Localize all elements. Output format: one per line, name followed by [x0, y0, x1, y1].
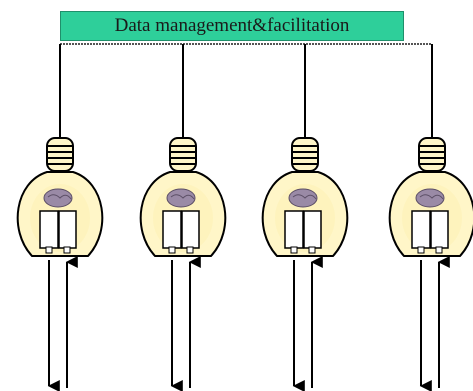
brain-icon — [166, 188, 196, 208]
brain-fold — [292, 194, 317, 200]
bulb-cap — [418, 137, 446, 172]
bulb-cap — [46, 137, 74, 172]
terminal-right — [186, 246, 194, 254]
terminal-right — [63, 246, 71, 254]
brain-icon — [43, 188, 73, 208]
device-box-left — [284, 210, 304, 249]
terminal-right — [308, 246, 316, 254]
device-box-right — [430, 210, 449, 249]
header-label: Data management&facilitation — [114, 15, 350, 36]
brain-fold — [419, 194, 444, 200]
device-box-right — [303, 210, 322, 249]
device-box-right — [181, 210, 200, 249]
bulb-1 — [16, 44, 104, 391]
device-box-left — [411, 210, 431, 249]
data-management-header: Data management&facilitation — [60, 11, 404, 41]
bulb-3 — [261, 44, 349, 391]
bulb-cap — [291, 137, 319, 172]
terminal-left — [45, 246, 53, 254]
terminal-left — [290, 246, 298, 254]
device-box-left — [162, 210, 182, 249]
terminal-left — [417, 246, 425, 254]
brain-fold — [170, 194, 195, 200]
bulb-cap — [169, 137, 197, 172]
device-box-right — [58, 210, 77, 249]
bulb-4 — [388, 44, 473, 391]
brain-icon — [415, 188, 445, 208]
device-box-left — [39, 210, 59, 249]
bulb-2 — [139, 44, 227, 391]
brain-fold — [47, 194, 72, 200]
terminal-left — [168, 246, 176, 254]
terminal-right — [435, 246, 443, 254]
brain-icon — [288, 188, 318, 208]
